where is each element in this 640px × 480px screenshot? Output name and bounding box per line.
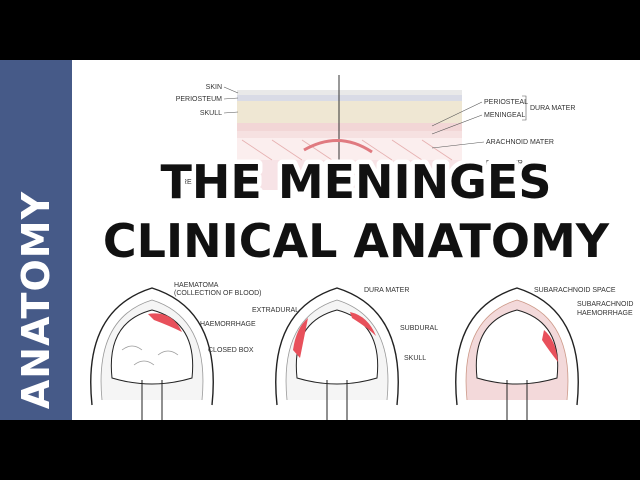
- label-arachnoid: ARACHNOID MATER: [486, 139, 554, 146]
- title-line-1: THE MENINGES: [161, 155, 552, 209]
- meningeal-dura-layer: [237, 131, 462, 138]
- right-leaders: [431, 95, 527, 149]
- periosteal-dura-layer: [237, 123, 462, 131]
- p1-bottom: CLOSED BOX: [208, 347, 254, 354]
- p2-top: DURA MATER: [364, 287, 409, 294]
- subdural-blob: [350, 312, 376, 336]
- left-leaders: [223, 86, 239, 183]
- panel-subarachnoid: [455, 287, 579, 420]
- label-parenchyma: PARENCHYMA: [173, 179, 222, 186]
- label-pia: PIA MATER: [486, 160, 523, 167]
- p1-mid: HAEMORRHAGE: [200, 321, 256, 328]
- panel-extradural-subdural: [275, 287, 399, 420]
- trabeculae-lines: [241, 139, 453, 161]
- p1-top: HAEMATOMA: [174, 282, 219, 289]
- label-meningeal: MENINGEAL: [484, 112, 525, 119]
- sidebar-band: ANATOMY: [0, 60, 72, 420]
- parenchyma-layer: [237, 160, 462, 190]
- subarachnoid-blob: [542, 330, 558, 362]
- p2-bottom: SKULL: [404, 355, 426, 362]
- skin-layer: [237, 90, 462, 95]
- p3-mid: SUBARACHNOID: [577, 301, 633, 308]
- label-periosteal: PERIOSTEAL: [484, 99, 528, 106]
- panel-haematoma: [90, 287, 214, 420]
- label-skin: SKIN: [206, 84, 222, 91]
- p2-mid: SUBDURAL: [400, 325, 438, 332]
- diagram-canvas: SKIN PERIOSTEUM SKULL PARENCHYMA PERIOST…: [72, 60, 640, 420]
- label-periosteum: PERIOSTEUM: [176, 96, 222, 103]
- haematoma-blob: [148, 313, 182, 332]
- skull-layer: [237, 101, 462, 123]
- extradural-blob: [293, 318, 308, 358]
- p2-left: EXTRADURAL: [252, 307, 299, 314]
- periosteum-layer: [237, 95, 462, 101]
- layer-cross-section: [237, 75, 462, 190]
- title-line-2: CLINICAL ANATOMY: [103, 214, 610, 268]
- meninges-illustration: SKIN PERIOSTEUM SKULL PARENCHYMA PERIOST…: [90, 75, 633, 420]
- p3-top: SUBARACHNOID SPACE: [534, 287, 616, 294]
- sidebar-label: ANATOMY: [14, 190, 58, 410]
- label-dura-mater: DURA MATER: [530, 105, 575, 112]
- p1-sub: (COLLECTION OF BLOOD): [174, 290, 262, 297]
- label-skull: SKULL: [200, 110, 222, 117]
- vessel: [303, 139, 373, 154]
- p3-mid2: HAEMORRHAGE: [577, 310, 633, 317]
